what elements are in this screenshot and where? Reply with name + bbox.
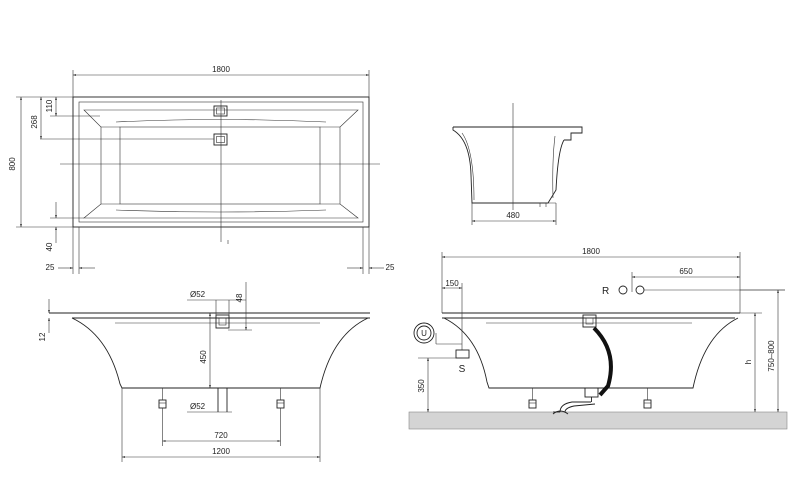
base-1200-label: 1200 bbox=[212, 447, 230, 456]
top-view: 1800 800 110 268 40 25 25 bbox=[8, 65, 395, 274]
install-drain bbox=[584, 387, 599, 398]
install-length-label: 1800 bbox=[582, 247, 600, 256]
h-label: h bbox=[744, 360, 753, 364]
side-view-overflow bbox=[215, 314, 230, 329]
s-fitting-label: S bbox=[459, 364, 466, 375]
install-trap bbox=[559, 401, 596, 413]
foot-left bbox=[158, 388, 167, 409]
end-view-rim bbox=[453, 126, 583, 141]
side-view-overflow-inner bbox=[218, 317, 227, 326]
dim-150-label: 150 bbox=[445, 279, 459, 288]
dia-top-label: Ø52 bbox=[190, 290, 206, 299]
top-view-bevel-bottom bbox=[115, 209, 327, 213]
end-view-width-label: 480 bbox=[506, 211, 520, 220]
feet-720-label: 720 bbox=[214, 431, 228, 440]
dim-350-label: 350 bbox=[417, 379, 426, 393]
install-trap-pipe bbox=[552, 410, 569, 415]
foot-right bbox=[276, 388, 285, 409]
u-label: U bbox=[421, 329, 427, 338]
edge-25-right-label: 25 bbox=[386, 263, 395, 272]
dim-48-label: 48 bbox=[235, 293, 244, 302]
drain-fitting-inner bbox=[216, 136, 225, 143]
r-connection-right-icon bbox=[635, 285, 645, 295]
install-overflow bbox=[582, 314, 597, 328]
rim-12-label: 12 bbox=[38, 332, 47, 341]
top-view-basin bbox=[83, 109, 359, 219]
dim-650-label: 650 bbox=[679, 267, 693, 276]
s-fitting-icon bbox=[455, 349, 470, 359]
floor bbox=[408, 411, 788, 430]
install-hose bbox=[592, 326, 613, 397]
edge-25-left-label: 25 bbox=[46, 263, 55, 272]
top-view-length-label: 1800 bbox=[212, 65, 230, 74]
side-view: Ø52 48 12 450 Ø52 720 1200 bbox=[38, 282, 370, 462]
top-view-width-label: 800 bbox=[8, 157, 17, 171]
u-inner-icon bbox=[416, 325, 432, 341]
overflow-fitting bbox=[213, 105, 228, 117]
u-outer-icon bbox=[413, 322, 435, 344]
inner-268-label: 268 bbox=[30, 115, 39, 129]
overflow-fitting-inner bbox=[216, 107, 225, 115]
r-connection-left-icon bbox=[618, 285, 628, 295]
end-view-inner-left bbox=[461, 132, 475, 201]
rim-110-label: 110 bbox=[45, 99, 54, 112]
side-view-body bbox=[71, 317, 369, 389]
install-overflow-inner bbox=[585, 317, 594, 325]
height-range-label: 750–800 bbox=[767, 340, 776, 372]
installation-view: 1800 650 R 150 S U 350 h 750–8 bbox=[408, 247, 788, 430]
bottom-40-label: 40 bbox=[45, 242, 54, 251]
top-view-bevel-top bbox=[115, 119, 327, 123]
height-450-label: 450 bbox=[199, 350, 208, 364]
end-view-body bbox=[452, 127, 565, 204]
dia-bottom-label: Ø52 bbox=[190, 402, 206, 411]
install-foot-left bbox=[528, 388, 537, 409]
install-foot-right bbox=[643, 388, 652, 409]
end-view-inner-right bbox=[552, 135, 556, 199]
drain-fitting bbox=[213, 133, 228, 146]
r-connection-label: R bbox=[602, 286, 609, 297]
install-tub-body bbox=[443, 317, 739, 389]
end-view: 480 bbox=[452, 103, 583, 225]
top-view-basin-floor bbox=[119, 126, 321, 205]
